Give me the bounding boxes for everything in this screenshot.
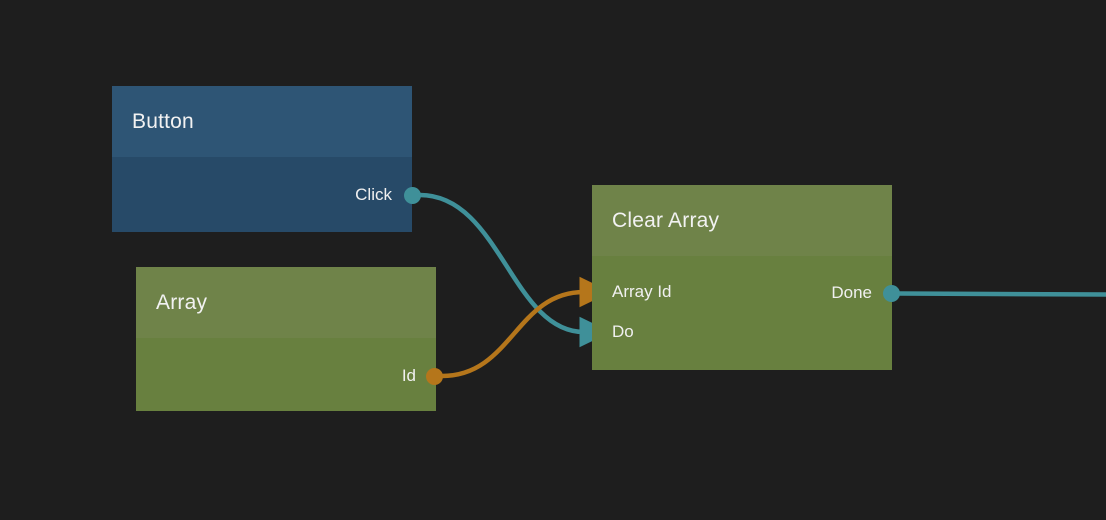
node-array-header[interactable]: Array — [136, 267, 436, 338]
node-array-title: Array — [156, 290, 208, 314]
port-label-done: Done — [831, 283, 872, 302]
port-row-done[interactable]: Done — [831, 283, 872, 303]
node-array-body: Id — [136, 338, 436, 411]
port-label-click: Click — [355, 185, 392, 204]
port-row-do[interactable]: Do — [612, 322, 634, 342]
node-button-body: Click — [112, 157, 412, 232]
port-dot-click[interactable] — [403, 186, 421, 204]
port-row-id[interactable]: Id — [402, 366, 416, 386]
port-label-do: Do — [612, 322, 634, 341]
edge-done-outgoing[interactable] — [898, 291, 1106, 297]
node-clear-array-body: Array Id Do Done — [592, 256, 892, 370]
node-array[interactable]: Array Id — [136, 267, 436, 411]
port-label-id: Id — [401, 366, 416, 385]
node-clear-array[interactable]: Clear Array Array Id Do Done — [592, 185, 892, 370]
port-dot-id[interactable] — [425, 367, 443, 385]
node-button-title: Button — [132, 109, 194, 133]
port-row-click[interactable]: Click — [355, 185, 392, 205]
node-button-header[interactable]: Button — [112, 86, 412, 157]
node-clear-array-header[interactable]: Clear Array — [592, 185, 892, 256]
node-button[interactable]: Button Click — [112, 86, 412, 232]
port-label-array-id: Array Id — [612, 282, 672, 301]
node-clear-array-title: Clear Array — [612, 208, 720, 232]
port-dot-done[interactable] — [882, 284, 900, 302]
port-row-array-id[interactable]: Array Id — [612, 282, 672, 302]
edge-id-to-array-id[interactable] — [441, 276, 611, 379]
edge-click-to-do[interactable] — [419, 192, 611, 348]
